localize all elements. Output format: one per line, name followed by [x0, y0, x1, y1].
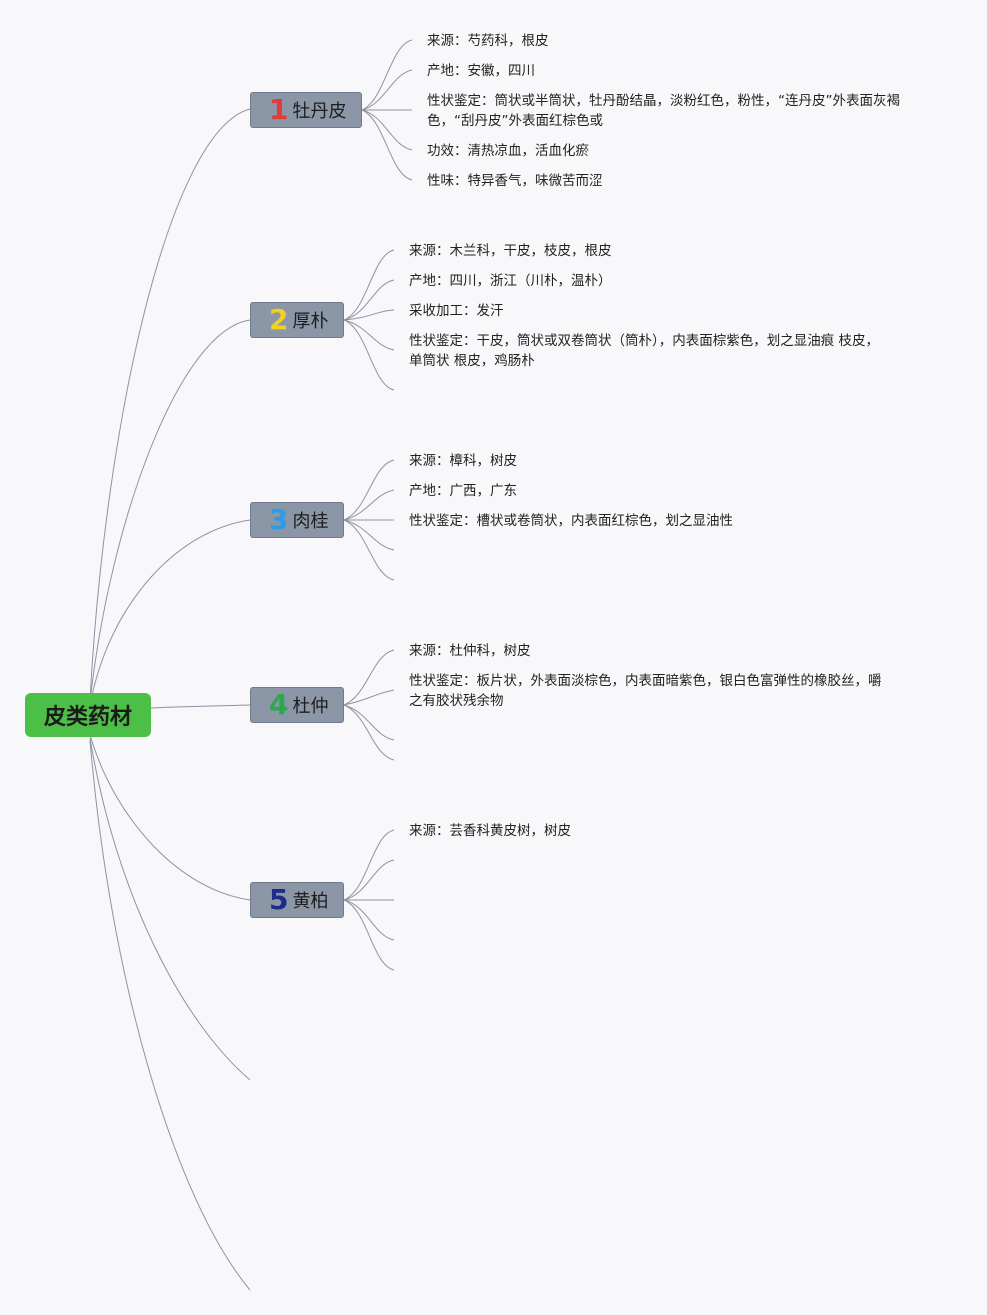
- branch-node-1[interactable]: 1 牡丹皮: [250, 92, 362, 128]
- branch-node-2[interactable]: 2 厚朴: [250, 302, 344, 338]
- leaf-b1-3[interactable]: 性状鉴定：筒状或半筒状，牡丹酚结晶，淡粉红色，粉性，“连丹皮”外表面灰褐: [427, 93, 900, 109]
- leaf-b2-2[interactable]: 产地：四川，浙江（川朴，温朴）: [409, 273, 612, 289]
- connector-b4-1: [343, 649, 395, 706]
- connector-b4-2: [343, 689, 395, 706]
- connector-b1-5: [361, 109, 413, 181]
- leaf-b3-1[interactable]: 来源：樟科，树皮: [409, 453, 517, 469]
- branch-number-2: 2: [269, 303, 289, 336]
- branch-node-3[interactable]: 3 肉桂: [250, 502, 344, 538]
- connector-b2-5: [343, 319, 395, 391]
- connector-b3-2: [343, 489, 395, 521]
- connector-b3-1: [343, 459, 395, 521]
- connector-root-branch-4: [150, 704, 251, 709]
- branch-label-4: 杜仲: [292, 696, 329, 717]
- connector-b3-5: [343, 519, 395, 581]
- root-label: 皮类药材: [43, 705, 132, 730]
- branch-number-4: 4: [269, 688, 289, 721]
- connector-b5-2: [343, 859, 395, 901]
- connector-b2-3: [343, 309, 395, 321]
- branch-number-5: 5: [269, 883, 289, 916]
- connector-root-branch-5: [89, 734, 251, 901]
- connector-root-branch-3: [89, 519, 251, 706]
- leaf-b2-4[interactable]: 性状鉴定：干皮，筒状或双卷筒状（筒朴），内表面棕紫色，划之显油痕 枝皮，: [409, 333, 880, 349]
- leaf-b1-5[interactable]: 性味：特异香气，味微苦而涩: [427, 173, 603, 189]
- branch-label-3: 肉桂: [292, 511, 329, 532]
- leaf-b2-4-cont[interactable]: 单筒状 根皮，鸡肠朴: [409, 353, 535, 369]
- connector-b5-4: [343, 899, 395, 941]
- leaf-b2-1[interactable]: 来源：木兰科，干皮，枝皮，根皮: [409, 243, 612, 259]
- branch-number-1: 1: [269, 93, 289, 126]
- branch-number-3: 3: [269, 503, 289, 536]
- connector-root-branch-1: [89, 108, 251, 701]
- connector-b3-4: [343, 519, 395, 551]
- leaf-b1-3-cont[interactable]: 色，“刮丹皮”外表面红棕色或: [427, 113, 603, 129]
- root-node[interactable]: 皮类药材: [25, 693, 151, 737]
- leaf-b4-2[interactable]: 性状鉴定：板片状，外表面淡棕色，内表面暗紫色，银白色富弹性的橡胶丝，嚼: [409, 673, 882, 689]
- connector-b2-1: [343, 249, 395, 321]
- leaf-b3-2[interactable]: 产地：广西，广东: [409, 483, 517, 499]
- leaf-b1-2[interactable]: 产地：安徽，四川: [427, 63, 535, 79]
- connector-b1-4: [361, 109, 413, 151]
- connector-root-empty-2: [89, 739, 251, 1291]
- leaf-b4-1[interactable]: 来源：杜仲科，树皮: [409, 643, 531, 659]
- leaf-b1-1[interactable]: 来源：芍药科，根皮: [427, 33, 549, 49]
- leaf-b5-1[interactable]: 来源：芸香科黄皮树，树皮: [409, 823, 571, 839]
- connector-b5-1: [343, 829, 395, 901]
- connector-b4-4: [343, 704, 395, 761]
- leaf-b3-3[interactable]: 性状鉴定：槽状或卷筒状，内表面红棕色，划之显油性: [409, 513, 733, 529]
- connector-b1-1: [361, 39, 413, 111]
- branch-label-5: 黄柏: [292, 891, 329, 912]
- leaf-b2-3[interactable]: 采收加工：发汗: [409, 303, 504, 319]
- leaf-b4-2-cont[interactable]: 之有胶状残余物: [409, 693, 504, 709]
- leaf-b1-4[interactable]: 功效：清热凉血，活血化瘀: [427, 143, 589, 159]
- connector-root-empty-1: [89, 737, 251, 1081]
- connector-b2-4: [343, 319, 395, 351]
- connector-b1-2: [361, 69, 413, 111]
- branch-label-2: 厚朴: [292, 311, 329, 332]
- connector-root-branch-2: [89, 319, 251, 703]
- branch-node-4[interactable]: 4 杜仲: [250, 687, 344, 723]
- connector-b2-2: [343, 279, 395, 321]
- connector-b4-3: [343, 704, 395, 741]
- branch-node-5[interactable]: 5 黄柏: [250, 882, 344, 918]
- connector-b5-5: [343, 899, 395, 971]
- branch-label-1: 牡丹皮: [292, 101, 347, 122]
